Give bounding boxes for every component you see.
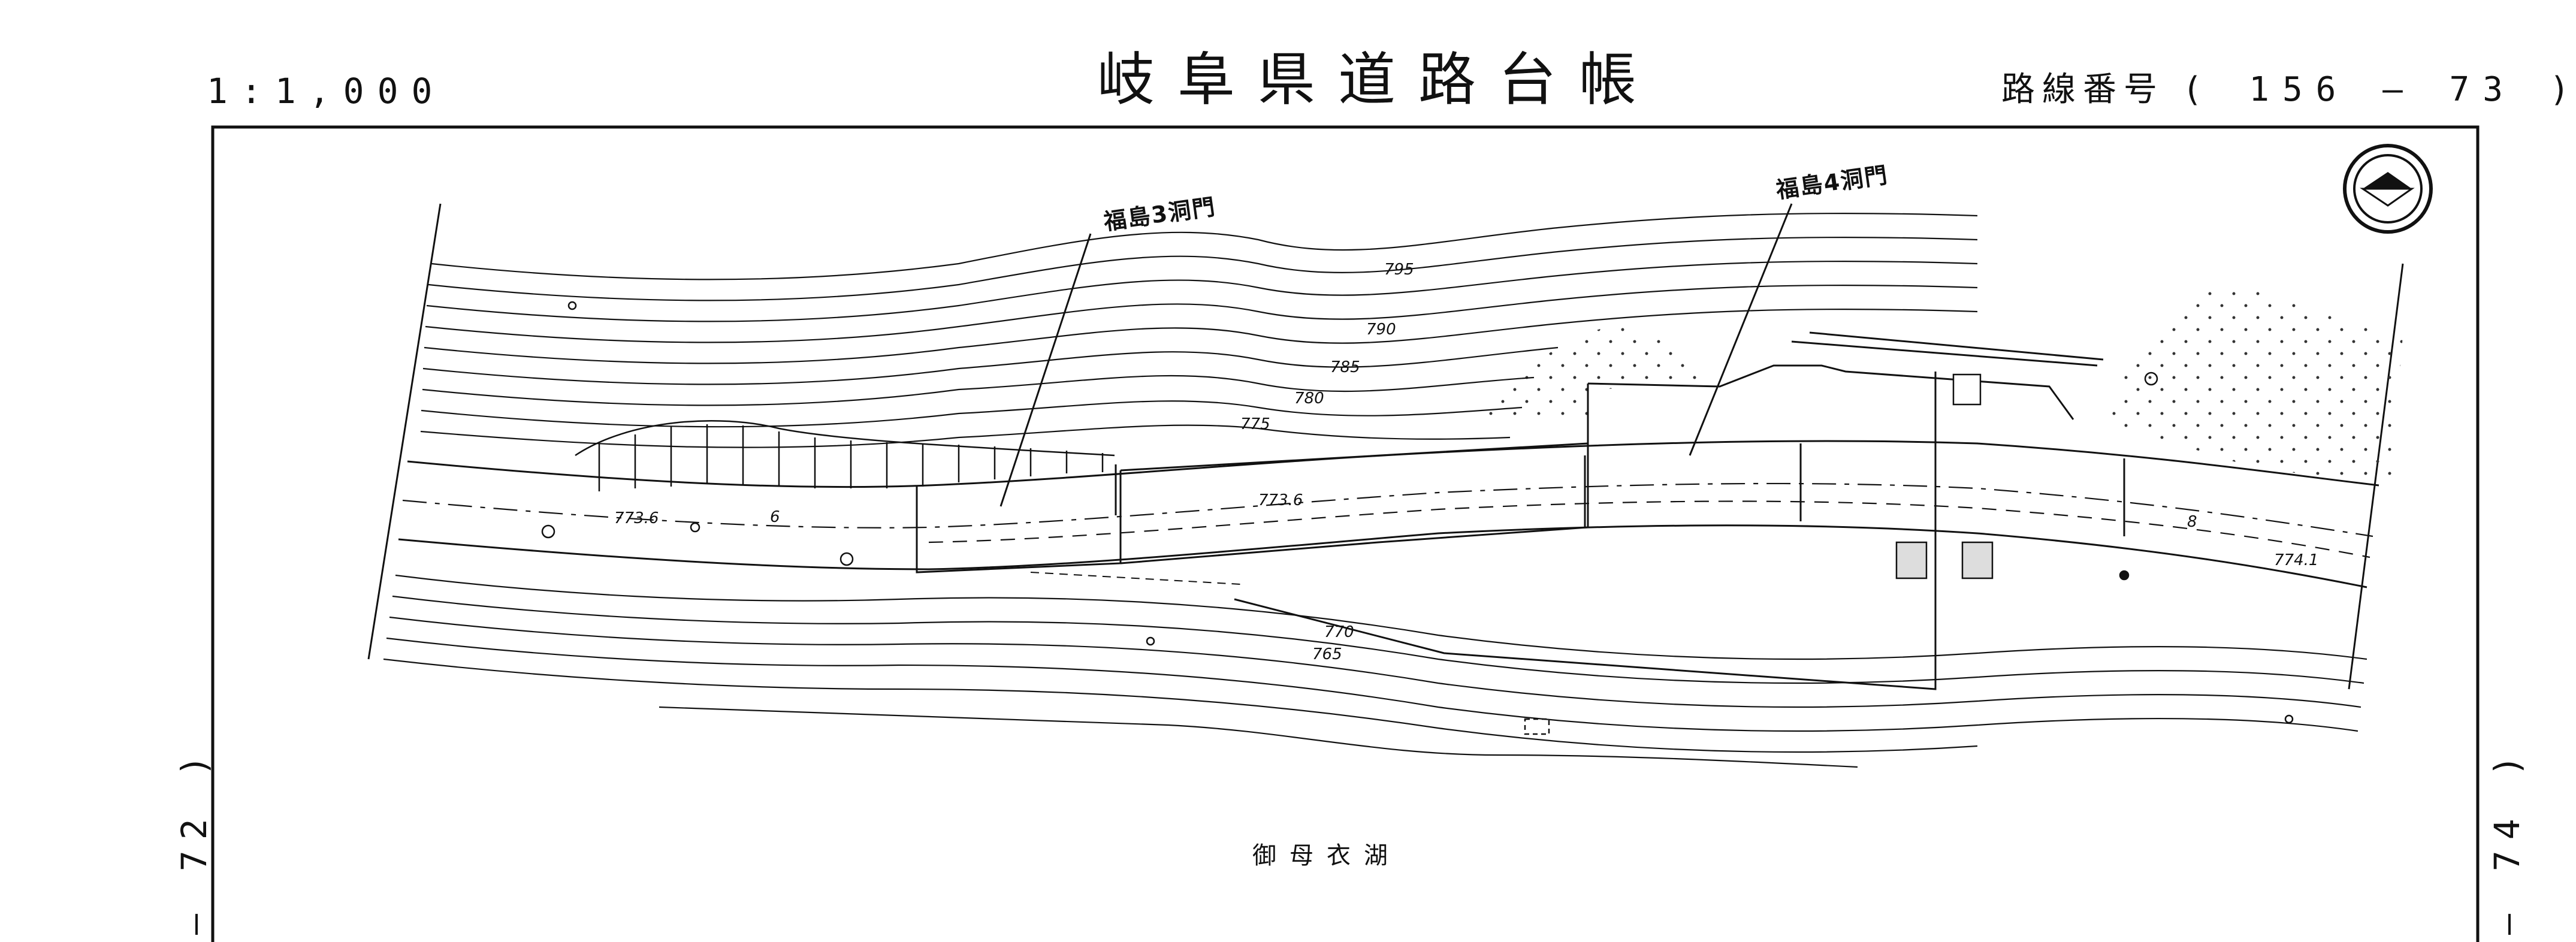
road-edge-lower xyxy=(398,524,2367,588)
contour-label: 775 xyxy=(1240,415,1270,433)
road-edge-upper xyxy=(407,440,2379,488)
north-arrow-icon xyxy=(2343,144,2433,234)
contour-label: 765 xyxy=(1312,645,1342,663)
road-lane-dash xyxy=(928,500,2370,558)
road-elevation-label: 774.1 xyxy=(2274,551,2319,569)
road-elevation-label: 773.6 xyxy=(1258,491,1303,509)
pier-blocks xyxy=(1895,373,1994,579)
lake-name: 御母衣湖 xyxy=(1252,842,1401,869)
gate4-leader xyxy=(1689,203,1793,456)
contour-label: 795 xyxy=(1384,261,1414,279)
cross-section-marks xyxy=(916,443,2125,551)
lower-contours xyxy=(383,574,2367,768)
contour-label: 785 xyxy=(1330,358,1360,376)
contour-label: 770 xyxy=(1324,623,1354,641)
sheet-edge-left xyxy=(367,203,442,660)
road-width-mark: 6 xyxy=(770,508,780,526)
road xyxy=(398,440,2379,588)
contour-label: 780 xyxy=(1294,390,1324,407)
snow-shed-4 xyxy=(1234,331,2104,690)
road-elevation-label: 773.6 xyxy=(614,509,659,527)
route-number-label: 路線番号 ( 156 — 73 ) xyxy=(2001,62,2576,111)
map-border xyxy=(211,125,2480,942)
dotted-area-center xyxy=(1474,324,1720,419)
retaining-wall-hatch xyxy=(575,420,1115,491)
road-width-mark: 8 xyxy=(2187,513,2197,531)
map-scale: 1:1,000 xyxy=(207,71,446,111)
contour-label: 790 xyxy=(1366,321,1396,339)
route-number-value: ( 156 — 73 ) xyxy=(2182,70,2576,109)
road-centerline xyxy=(402,482,2373,538)
upper-contours xyxy=(420,212,1978,448)
gate3-leader xyxy=(999,233,1092,507)
page-title: 岐阜県道路台帳 xyxy=(1097,46,1659,113)
dotted-area-right xyxy=(2097,282,2403,485)
map-symbols xyxy=(541,301,2294,735)
route-label-text: 路線番号 xyxy=(2001,70,2164,109)
